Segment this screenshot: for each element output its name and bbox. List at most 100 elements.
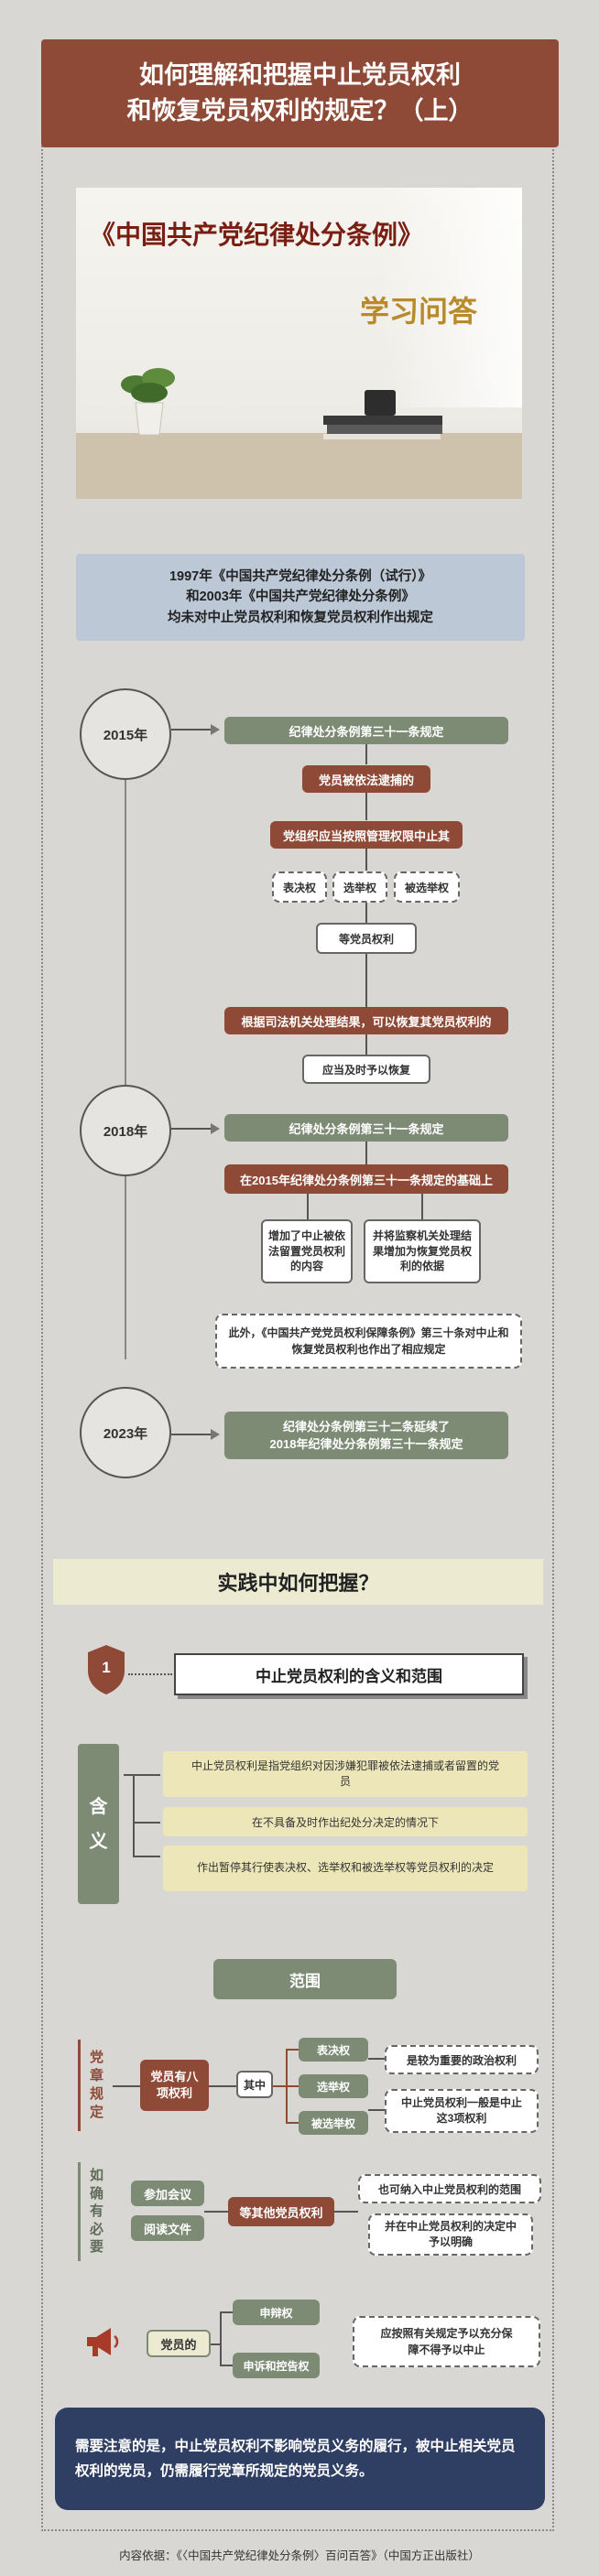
intro-line-2: 和2003年《中国共产党纪律处分条例》 (186, 590, 415, 605)
needed-note-1: 也可纳入中止党员权利的范围 (358, 2174, 541, 2203)
section-number: 1 (102, 1659, 111, 1676)
meaning-item-2: 在不具备及时作出纪处分决定的情况下 (163, 1807, 528, 1836)
three-rights-stem (273, 2085, 286, 2087)
year-2015-label: 2015年 (103, 727, 148, 743)
title-banner: 如何理解和把握中止党员权利 和恢复党员权利的规定？（上） (41, 39, 559, 147)
range-title: 范围 (213, 1959, 397, 1999)
suspend-connector (368, 2109, 385, 2111)
action-suspend: 党组织应当按照管理权限中止其 (270, 821, 463, 849)
article-2023-line-2: 2018年纪律处分条例第三十一条规定 (269, 1437, 463, 1451)
right-be-elected: 被选举权 (394, 871, 460, 903)
connector-2015-c (365, 849, 367, 871)
charter-char-3: 规 (89, 2086, 103, 2102)
intro-line-1: 1997年《中国共产党纪律处分条例（试行）》 (169, 568, 431, 584)
connector-2018 (171, 1128, 213, 1130)
right-elect: 选举权 (332, 871, 387, 903)
meaning-bracket-mid (133, 1822, 160, 1824)
charter-char-4: 定 (89, 2105, 103, 2121)
other-rights: 等其他党员权利 (228, 2197, 334, 2226)
rights-protection-note: 此外，《中国共产党党员权利保障条例》第三十条对中止和恢复党员权利也作出了相应规定 (215, 1314, 522, 1369)
timeline-spine (125, 760, 126, 1359)
suspend-note: 中止党员权利一般是中止这3项权利 (385, 2089, 539, 2133)
right-vote: 表决权 (272, 871, 327, 903)
meaning-bracket-spine (133, 1774, 135, 1856)
right-vote-green: 表决权 (299, 2038, 368, 2062)
arrow-right-icon (211, 1123, 220, 1134)
arrow-right-icon (211, 724, 220, 735)
important-connector (368, 2058, 385, 2060)
table-surface (76, 433, 522, 499)
year-2023-circle: 2023年 (80, 1387, 171, 1478)
connector-2015-e (365, 954, 367, 1009)
among-label: 其中 (236, 2071, 273, 2098)
window-light (378, 188, 522, 407)
connector-2015 (171, 729, 213, 731)
meaning-item-3: 作出暂停其行使表决权、选举权和被选举权等党员权利的决定 (163, 1845, 528, 1891)
right-elect-green: 选举权 (299, 2074, 368, 2098)
connector-2015-a (365, 744, 367, 764)
protected-stem (211, 2343, 220, 2345)
connector-2018-c (421, 1194, 423, 1219)
three-rights-branch-1 (286, 2049, 299, 2051)
restore-rights: 根据司法机关处理结果，可以恢复其党员权利的 (224, 1007, 508, 1034)
charter-char-2: 章 (89, 2067, 103, 2084)
article-2023-line-1: 纪律处分条例第三十二条延续了 (282, 1419, 450, 1434)
etc-rights: 等党员权利 (316, 923, 417, 954)
charter-char-1: 党 (89, 2049, 103, 2065)
intro-line-3: 均未对中止党员权利和恢复党员权利作出规定 (168, 610, 433, 625)
arrow-right-icon (211, 1429, 220, 1440)
intro-box: 1997年《中国共产党纪律处分条例（试行）》 和2003年《中国共产党纪律处分条… (76, 554, 525, 641)
title-line-1: 如何理解和把握中止党员权利 (139, 60, 461, 89)
needed-char-3: 有 (89, 2203, 103, 2220)
important-note: 是较为重要的政治权利 (385, 2045, 539, 2074)
timely-restore: 应当及时予以恢复 (302, 1055, 430, 1084)
needed-note-2: 并在中止党员权利的决定中予以明确 (368, 2213, 533, 2256)
charter-label: 党 章 规 定 (78, 2040, 113, 2131)
condition-arrested: 党员被依法逮捕的 (302, 765, 430, 793)
meaning-bracket-bottom (133, 1856, 160, 1857)
hero-subtitle: 学习问答 (360, 294, 478, 329)
three-rights-branch-3 (286, 2122, 299, 2124)
addition-supervision: 并将监察机关处理结果增加为恢复党员权利的依据 (364, 1219, 481, 1283)
section-title: 中止党员权利的含义和范围 (174, 1653, 524, 1695)
connector-2015-f (365, 1034, 367, 1055)
protected-branch-2 (220, 2365, 233, 2366)
final-note: 需要注意的是，中止党员权利不影响党员义务的履行，被中止相关党员权利的党员，仍需履… (55, 2408, 545, 2510)
attend-meetings: 参加会议 (131, 2181, 204, 2206)
needed-char-2: 确 (89, 2185, 103, 2202)
protected-branch-1 (220, 2311, 233, 2313)
practice-heading: 实践中如何把握？ (53, 1559, 543, 1605)
needed-label: 如 确 有 必 要 (78, 2162, 113, 2261)
needed-connector (204, 2211, 228, 2213)
members-label: 党员的 (147, 2330, 211, 2357)
connector-2015-b (365, 793, 367, 820)
article-2018: 纪律处分条例第三十一条规定 (224, 1114, 508, 1142)
read-documents: 阅读文件 (131, 2215, 204, 2241)
right-be-elected-green: 被选举权 (299, 2111, 368, 2135)
addition-detention: 增加了中止被依法留置党员权利的内容 (261, 1219, 353, 1283)
megaphone-icon (85, 2325, 122, 2358)
hero-image: 《中国共产党纪律处分条例》 学习问答 (76, 188, 522, 499)
source-footer: 内容依据：《〈中国共产党纪律处分条例〉百问百答》（中国方正出版社） (119, 2548, 480, 2562)
title-line-2: 和恢复党员权利的规定？（上） (126, 97, 474, 124)
needed-char-5: 要 (89, 2239, 103, 2256)
shield-icon (84, 1643, 128, 1696)
three-rights-branch-2 (286, 2085, 299, 2087)
meaning-char-2: 义 (89, 1831, 108, 1852)
meaning-bracket-top (124, 1774, 160, 1776)
protected-spine (220, 2311, 222, 2365)
section-connector (128, 1673, 172, 1675)
connector-2015-d (365, 903, 367, 923)
meaning-item-1: 中止党员权利是指党组织对因涉嫌犯罪被依法逮捕或者留置的党员 (163, 1751, 528, 1797)
article-2015: 纪律处分条例第三十一条规定 (224, 717, 508, 744)
right-defend: 申辩权 (233, 2300, 320, 2325)
eight-rights: 党员有八项权利 (140, 2060, 209, 2111)
needed-char-1: 如 (89, 2168, 103, 2184)
other-rights-connector (334, 2211, 358, 2213)
meaning-char-1: 含 (89, 1796, 108, 1817)
connector-2018-b (307, 1194, 309, 1219)
year-2018-label: 2018年 (103, 1123, 148, 1140)
year-2018-circle: 2018年 (80, 1085, 171, 1176)
meaning-label: 含 义 (78, 1744, 119, 1904)
year-2023-label: 2023年 (103, 1425, 148, 1442)
